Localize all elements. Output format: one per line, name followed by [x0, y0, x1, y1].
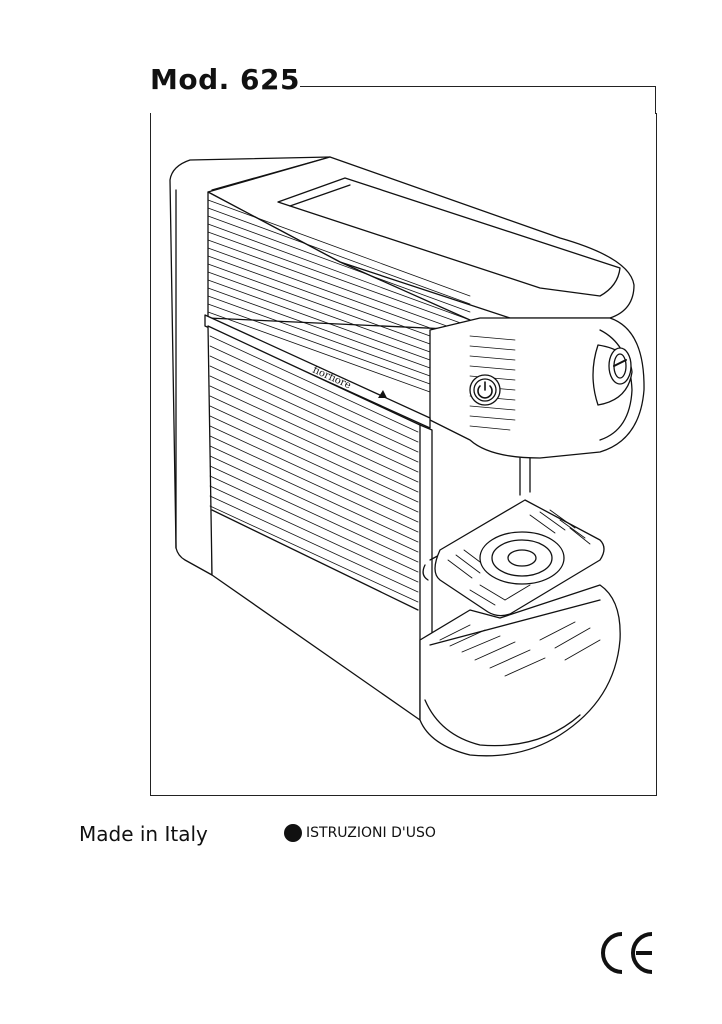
machine-front-head: [429, 317, 645, 459]
made-in-label: Made in Italy: [79, 822, 208, 846]
ce-mark-icon: [601, 932, 653, 974]
ribbed-panel-lower-lines: [209, 335, 419, 603]
language-label: ISTRUZIONI D'USO: [284, 824, 436, 842]
panel-divider: [204, 314, 431, 429]
language-label-text: ISTRUZIONI D'USO: [306, 825, 436, 841]
drip-tray-slots: [439, 621, 601, 677]
drip-tray: [419, 584, 621, 757]
illustration-frame: [150, 113, 657, 796]
power-icon: [469, 374, 501, 406]
frame-right-top-line: [655, 86, 656, 114]
cup-tray-ring: [479, 531, 565, 585]
top-slot: [277, 177, 621, 297]
cup-tray-slots: [447, 509, 591, 606]
coffee-machine-illustration: fiorfiore: [169, 156, 645, 757]
model-title: Mod. 625: [150, 63, 300, 96]
frame-top-line: [300, 86, 656, 87]
filled-circle-icon: [284, 824, 302, 842]
